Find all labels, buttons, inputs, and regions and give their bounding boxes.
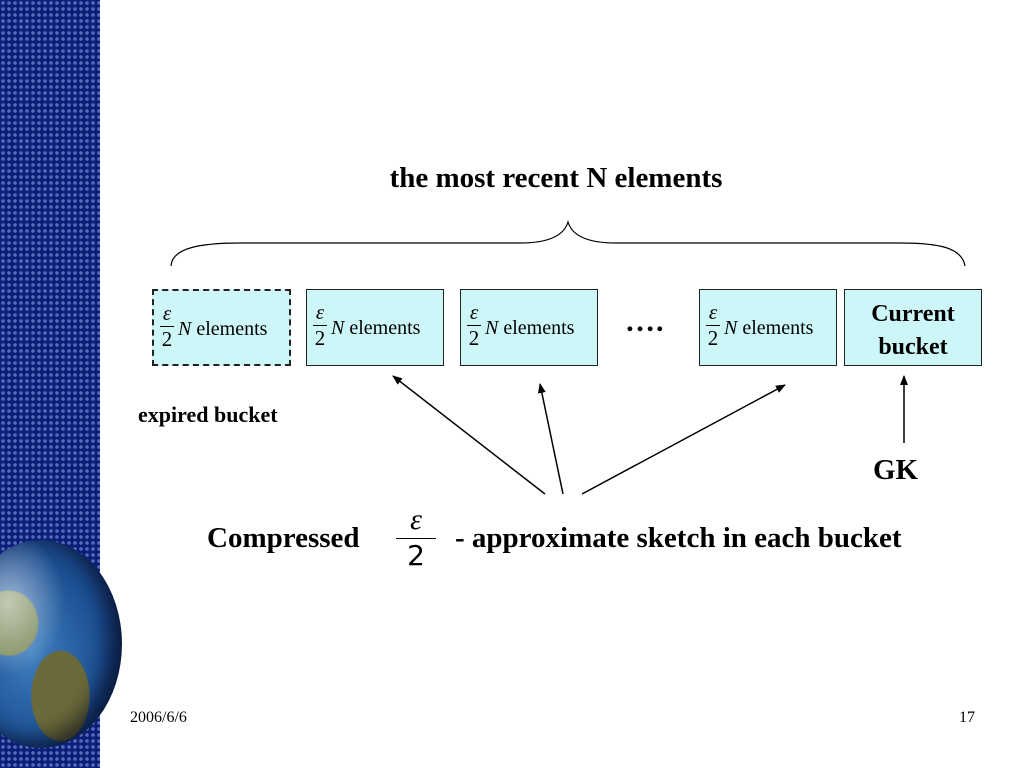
fraction-denominator: 2 xyxy=(314,326,326,350)
elements-text: elements xyxy=(349,317,421,339)
bucket: ε 2 N elements xyxy=(460,289,598,366)
epsilon-half-fraction: ε 2 xyxy=(706,302,720,349)
bucket: ε 2 N elements xyxy=(699,289,837,366)
footer-date: 2006/6/6 xyxy=(130,709,187,726)
ellipsis: …. xyxy=(625,305,665,338)
bucket-size-label: N elements xyxy=(331,317,420,340)
epsilon-half-fraction: ε 2 xyxy=(160,303,174,350)
n-symbol: N xyxy=(724,317,738,339)
n-symbol: N xyxy=(178,318,192,340)
arrow-to-bucket-4 xyxy=(581,384,786,495)
elements-text: elements xyxy=(742,317,814,339)
fraction-denominator: 2 xyxy=(468,326,480,350)
sketch-description: - approximate sketch in each bucket xyxy=(455,522,902,554)
gk-label: GK xyxy=(873,454,919,486)
arrow-to-bucket-2 xyxy=(392,375,546,495)
compressed-label: Compressed xyxy=(207,522,360,554)
fraction-denominator: 2 xyxy=(407,539,425,572)
n-symbol: N xyxy=(485,317,499,339)
expired-bucket-caption: expired bucket xyxy=(138,402,278,427)
epsilon-symbol: ε xyxy=(162,301,172,325)
n-symbol: N xyxy=(331,317,345,339)
slide-title: the most recent N elements xyxy=(389,162,723,194)
bucket-size-label: N elements xyxy=(485,317,574,340)
arrow-to-bucket-3 xyxy=(537,383,564,495)
epsilon-half-fraction: ε 2 xyxy=(313,302,327,349)
expired-bucket: ε 2 N elements xyxy=(152,289,291,366)
bucket-size-label: N elements xyxy=(724,317,813,340)
elements-text: elements xyxy=(196,318,268,340)
bucket-size-label: N elements xyxy=(178,318,267,341)
fraction-denominator: 2 xyxy=(707,326,719,350)
epsilon-symbol: ε xyxy=(315,300,325,324)
epsilon-symbol: ε xyxy=(410,503,422,536)
epsilon-half-fraction: ε 2 xyxy=(467,302,481,349)
page-number: 17 xyxy=(959,709,975,726)
bucket: ε 2 N elements xyxy=(306,289,444,366)
elements-text: elements xyxy=(503,317,575,339)
epsilon-half-large-fraction: ε 2 xyxy=(396,505,436,570)
fraction-denominator: 2 xyxy=(161,327,173,351)
epsilon-symbol: ε xyxy=(708,300,718,324)
epsilon-symbol: ε xyxy=(469,300,479,324)
